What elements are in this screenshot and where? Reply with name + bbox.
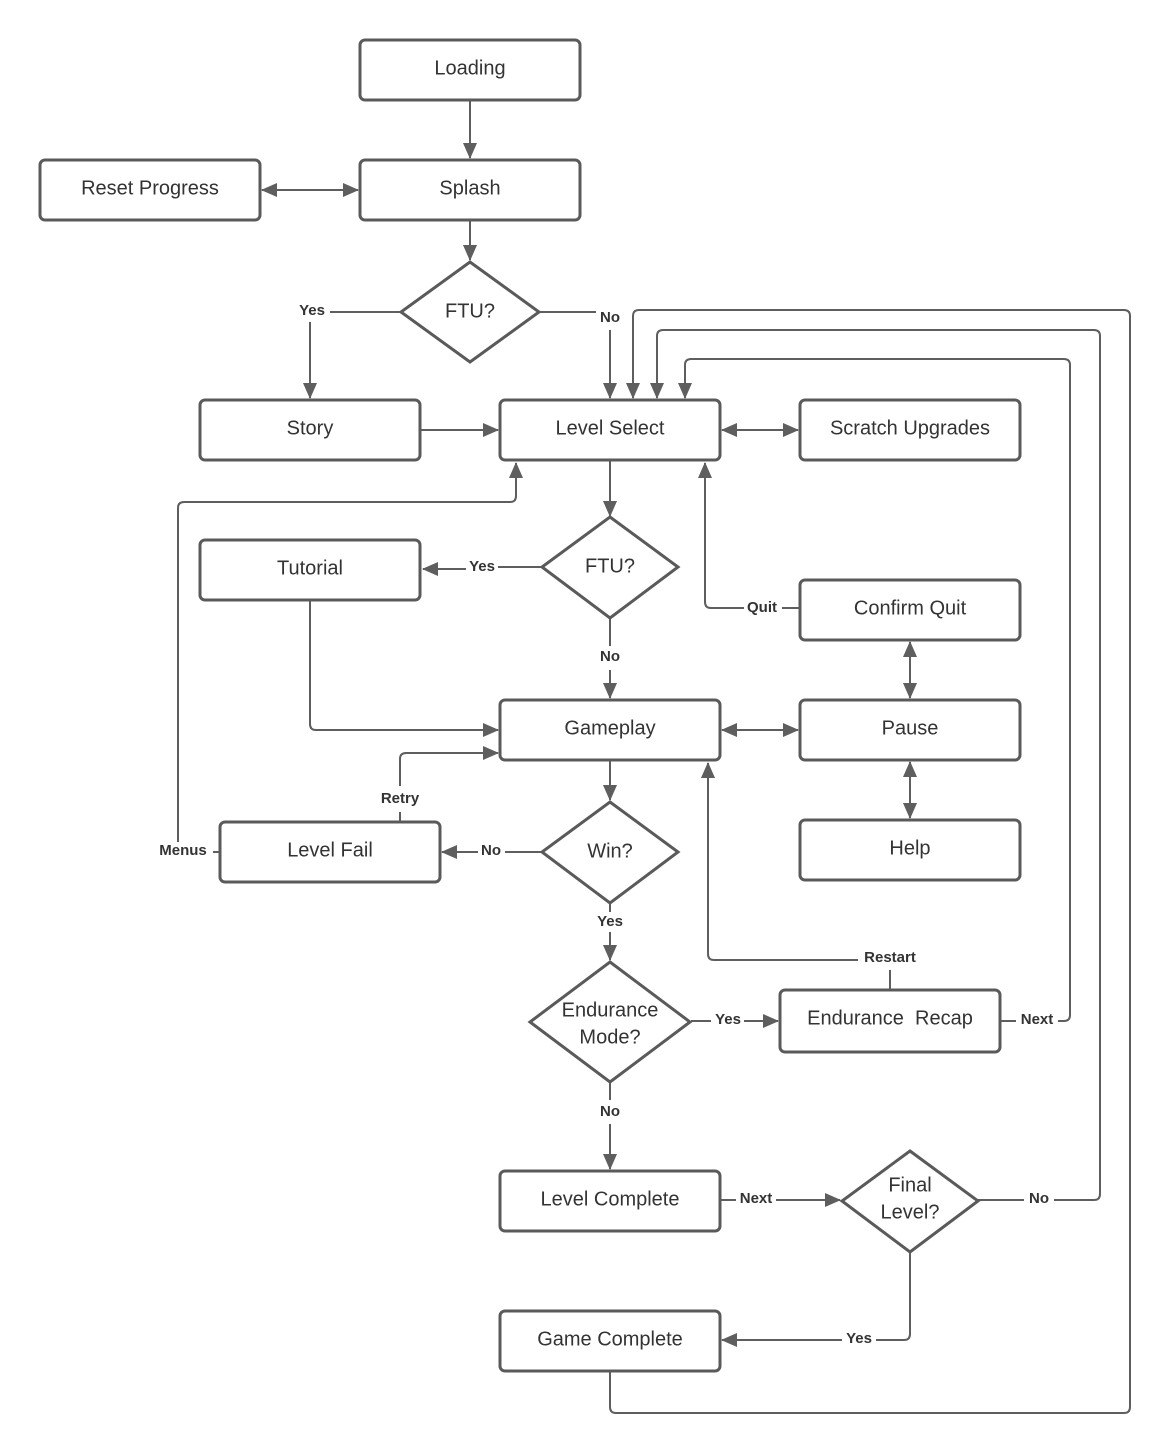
node-label: FTU? — [585, 555, 635, 577]
node-label: Story — [287, 417, 334, 439]
edge-label-finallevel-yes: Yes — [846, 1330, 872, 1347]
node-game-complete: Game Complete — [498, 1309, 722, 1373]
edge-label-endurance-yes: Yes — [715, 1011, 741, 1028]
node-label-line-2: Mode? — [579, 1026, 640, 1048]
node-label: Level Fail — [287, 839, 373, 861]
edge-labels: Yes No Yes No Quit No Retry Menus Yes Ye… — [159, 302, 1053, 1347]
edge-label-levelcomplete-next: Next — [740, 1190, 773, 1207]
node-level-complete: Level Complete — [498, 1169, 722, 1233]
node-help: Help — [798, 818, 1022, 882]
edge-label-menus: Menus — [159, 842, 207, 859]
edge-ftu1-levelselect — [539, 311, 610, 398]
node-label: Loading — [434, 57, 505, 79]
edge-label-quit: Quit — [747, 599, 777, 616]
node-final-level-decision: Final Level? — [839, 1149, 981, 1254]
node-tutorial: Tutorial — [198, 538, 422, 602]
edge-finallevel-gamecomplete — [722, 1252, 911, 1340]
node-level-fail: Level Fail — [218, 820, 442, 884]
node-label: Endurance Recap — [807, 1007, 973, 1029]
node-label: Pause — [882, 717, 939, 739]
node-label: Gameplay — [564, 717, 655, 739]
edge-confirmquit-levelselect — [705, 463, 799, 609]
edge-recap-gameplay — [708, 763, 891, 989]
edge-ftu2-tutorial — [423, 567, 541, 569]
edge-gamecomplete-levelselect — [609, 309, 1131, 1414]
edge-finallevel-levelselect — [657, 329, 1101, 1201]
node-label: Scratch Upgrades — [830, 417, 990, 439]
edge-label-ftu1-no: No — [600, 309, 620, 326]
node-gameplay: Gameplay — [498, 698, 722, 762]
edge-levelfail-gameplay — [399, 753, 498, 822]
node-label: Tutorial — [277, 557, 343, 579]
node-label: Reset Progress — [81, 177, 219, 199]
edge-recap-levelselect — [685, 358, 1071, 1022]
node-label: FTU? — [445, 300, 495, 322]
node-label: Level Complete — [541, 1188, 680, 1210]
node-win-decision: Win? — [539, 800, 681, 905]
node-scratch-upgrades: Scratch Upgrades — [798, 398, 1022, 462]
edge-label-win-no: No — [481, 842, 501, 859]
edge-label-endurance-no: No — [600, 1103, 620, 1120]
node-pause: Pause — [798, 698, 1022, 762]
node-label: Splash — [439, 177, 500, 199]
node-label: Confirm Quit — [854, 597, 967, 619]
node-level-select: Level Select — [498, 398, 722, 462]
node-label-line-1: Final — [888, 1174, 931, 1196]
node-story: Story — [198, 398, 422, 462]
node-label: Help — [889, 837, 930, 859]
node-ftu-decision-2: FTU? — [539, 515, 681, 620]
node-loading: Loading — [358, 38, 582, 102]
edges — [177, 100, 1131, 1414]
node-reset-progress: Reset Progress — [38, 158, 262, 222]
edge-label-ftu1-yes: Yes — [299, 302, 325, 319]
node-label: Win? — [587, 840, 633, 862]
edge-label-retry: Retry — [381, 790, 420, 807]
edge-label-recap-next: Next — [1021, 1011, 1054, 1028]
node-label-line-1: Endurance — [562, 999, 659, 1021]
node-ftu-decision-1: FTU? — [398, 260, 542, 364]
edge-ftu1-story — [310, 311, 401, 398]
edge-label-finallevel-no: No — [1029, 1190, 1049, 1207]
node-splash: Splash — [358, 158, 582, 222]
node-endurance-mode-decision: Endurance Mode? — [527, 960, 693, 1084]
node-confirm-quit: Confirm Quit — [798, 578, 1022, 642]
node-label: Level Select — [556, 417, 665, 439]
node-label-line-2: Level? — [881, 1201, 940, 1223]
edge-tutorial-gameplay — [309, 601, 499, 737]
node-label: Game Complete — [537, 1328, 683, 1350]
edge-label-restart: Restart — [864, 949, 916, 966]
edge-label-ftu2-yes: Yes — [469, 558, 495, 575]
edge-levelfail-levelselect — [177, 463, 516, 853]
edge-label-ftu2-no: No — [600, 648, 620, 665]
edge-label-win-yes: Yes — [597, 913, 623, 930]
node-endurance-recap: Endurance Recap — [778, 988, 1002, 1054]
